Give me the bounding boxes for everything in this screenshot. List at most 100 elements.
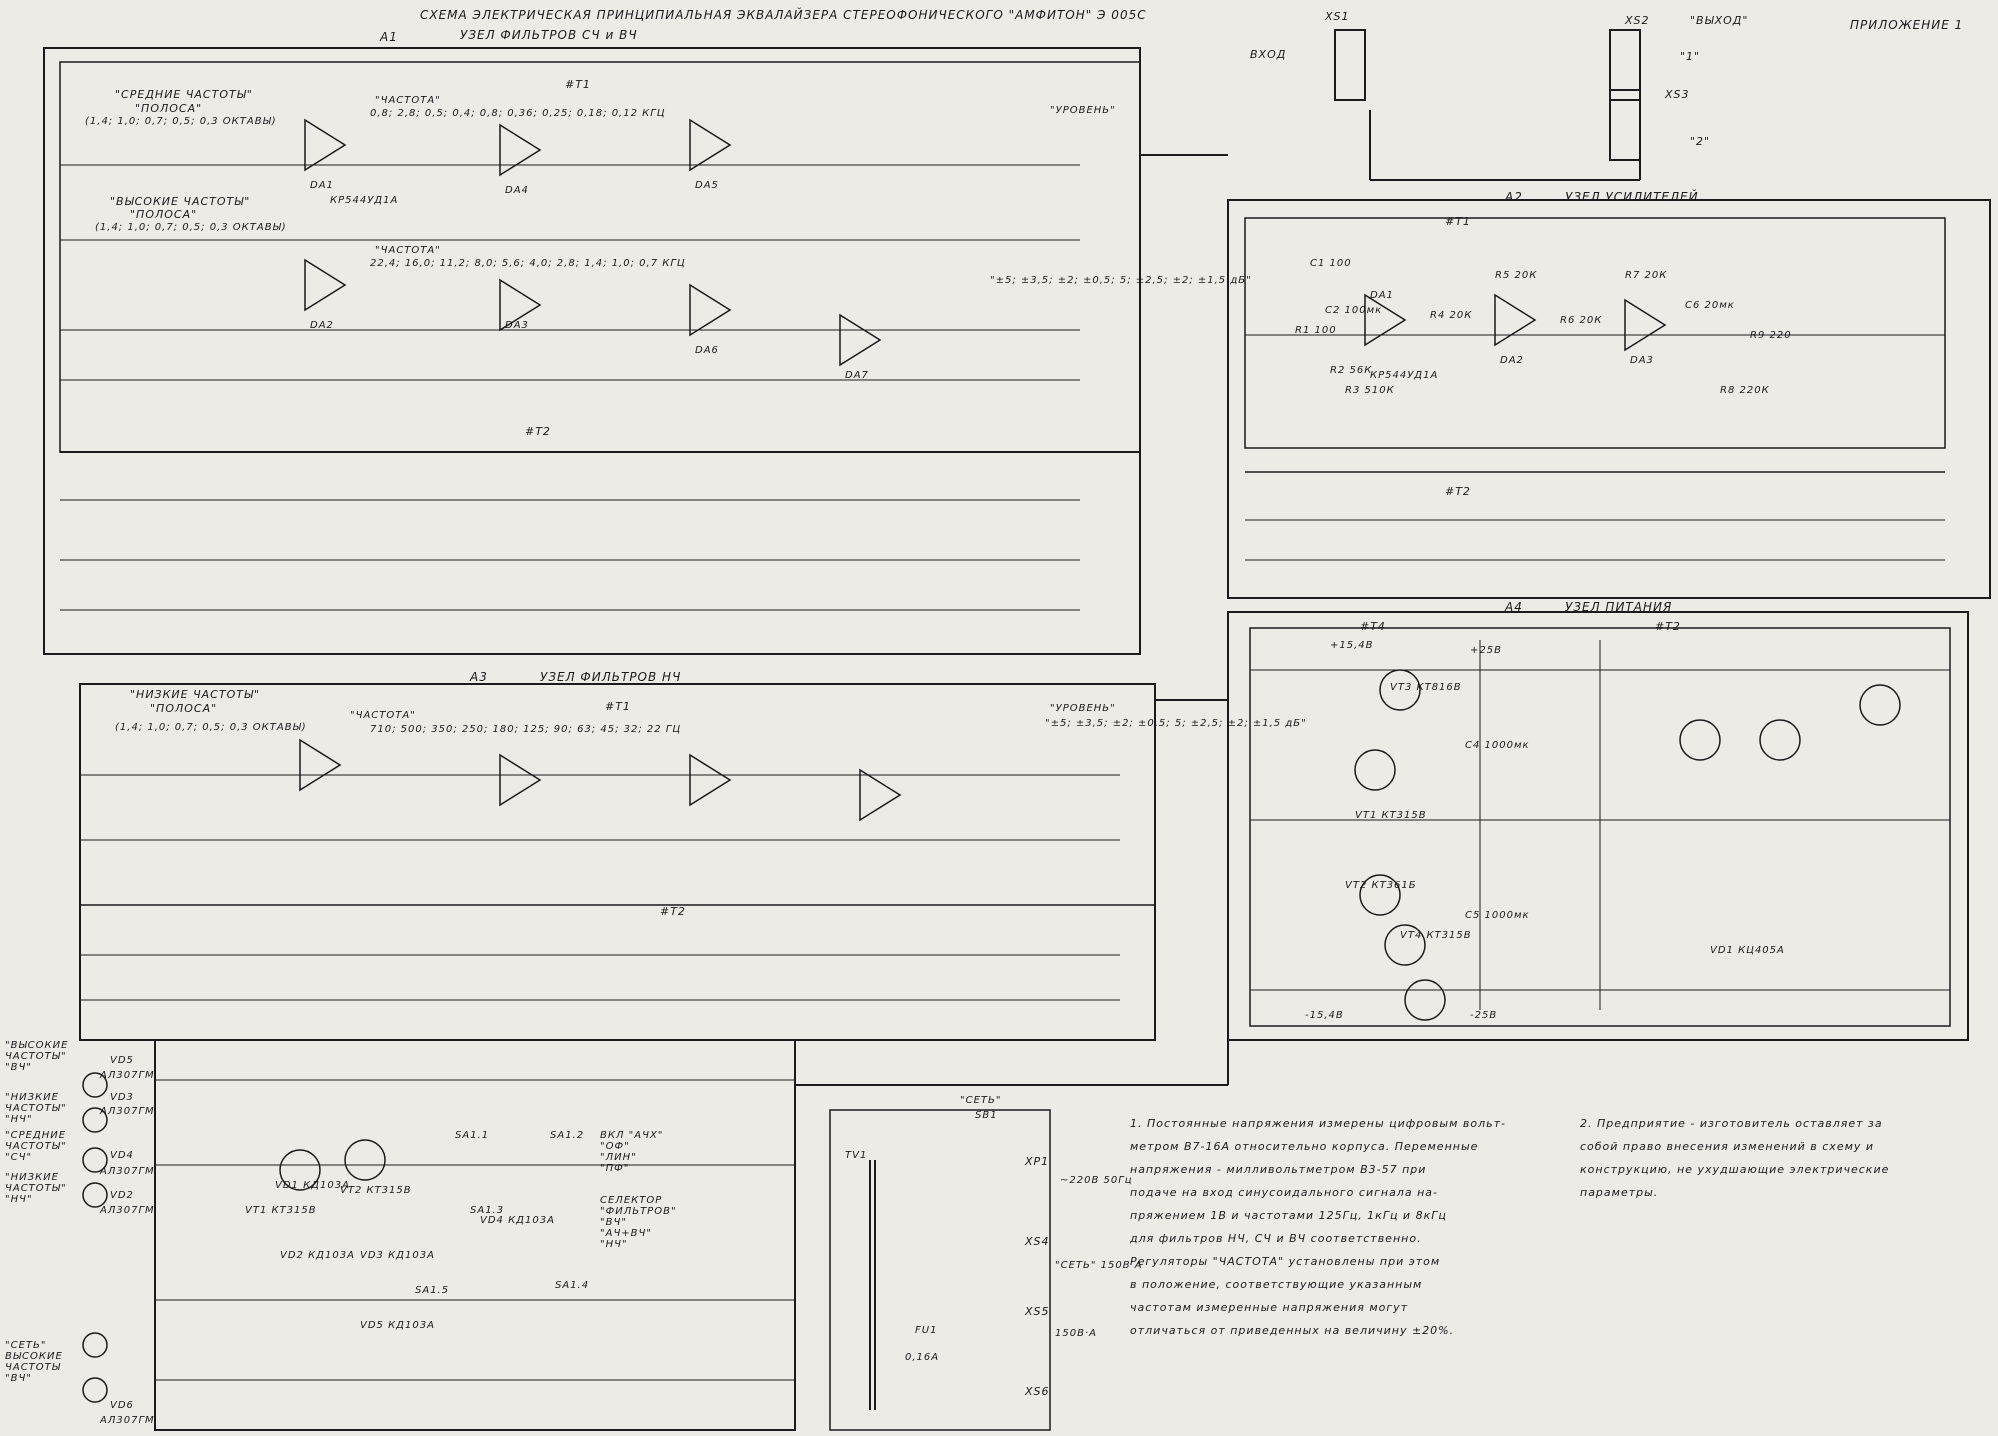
appendix-label: ПРИЛОЖЕНИЕ 1: [1850, 18, 1964, 32]
xs1-label: XS1: [1325, 10, 1350, 23]
note-1-line: в положение, соответствующие указанным: [1130, 1278, 1423, 1291]
sb1-net-label: "СЕТЬ": [960, 1095, 1002, 1106]
xs4-label: XS4: [1025, 1235, 1050, 1248]
a4-vt4: VT4 КТ315В: [1400, 930, 1472, 941]
a4-v-plus: +15,4В: [1330, 640, 1374, 651]
block-a1-channel2: #Т2: [525, 425, 551, 438]
notes-1: 1. Постоянные напряжения измерены цифров…: [1130, 1112, 1550, 1342]
note-2-line: параметры.: [1580, 1186, 1659, 1199]
a2-ic-type: КР544УД1А: [1370, 370, 1439, 381]
sa1-1-label: SA1.1: [455, 1130, 490, 1141]
low-level-label: "УРОВЕНЬ": [1050, 703, 1116, 714]
a2-ic-da3: DA3: [1630, 355, 1654, 366]
sb1-label: SB1: [975, 1110, 998, 1121]
a2-c2: C2 100мк: [1325, 305, 1383, 316]
block-a1-id: A1: [380, 30, 398, 44]
high-band-values: (1,4; 1,0; 0,7; 0,5; 0,3 ОКТАВЫ): [95, 222, 287, 233]
switch-vd3: VD3 КД103А: [360, 1250, 435, 1261]
indicator-vd2: VD2: [110, 1190, 134, 1201]
note-1-line: подаче на вход синусоидального сигнала н…: [1130, 1186, 1438, 1199]
input-label: ВХОД: [1250, 48, 1287, 61]
note-1-line: для фильтров НЧ, СЧ и ВЧ соответственно.: [1130, 1232, 1422, 1245]
block-a2-channel1: #Т1: [1445, 215, 1471, 228]
ic-da5: DA5: [695, 180, 719, 191]
block-a4-id: А4: [1505, 600, 1523, 614]
a2-r8: R8 220К: [1720, 385, 1770, 396]
block-a3-title: УЗЕЛ ФИЛЬТРОВ НЧ: [540, 670, 682, 684]
indicator-low2-text: "НИЗКИЕ ЧАСТОТЫ" "НЧ": [5, 1172, 67, 1205]
mode-label: ВКЛ "АЧХ" "ОФ" "ЛИН" "ПФ": [600, 1130, 664, 1174]
block-a2-id: A2: [1505, 190, 1523, 204]
a4-v-plus2: +25В: [1470, 645, 1502, 656]
note-2-line: 2. Предприятие - изготовитель оставляет …: [1580, 1117, 1883, 1130]
block-a4-channel1: #Т4: [1360, 620, 1386, 633]
notes-2: 2. Предприятие - изготовитель оставляет …: [1580, 1112, 1985, 1204]
sa1-5-label: SA1.5: [415, 1285, 450, 1296]
indicator-vd3: VD3: [110, 1092, 134, 1103]
output-1-label: "1": [1680, 50, 1701, 63]
indicator-vd6-type: АЛ307ГМ: [100, 1415, 155, 1426]
switch-vd1: VD1 КД103А: [275, 1180, 350, 1191]
switch-vt2: VT2 КТ315В: [340, 1185, 412, 1196]
a2-c1: C1 100: [1310, 258, 1352, 269]
xp1-label: XP1: [1025, 1155, 1050, 1168]
low-freq-label: "НИЗКИЕ ЧАСТОТЫ": [130, 688, 261, 701]
a4-c5: C5 1000мк: [1465, 910, 1530, 921]
output-label: "ВЫХОД": [1690, 14, 1749, 27]
schematic-title: СХЕМА ЭЛЕКТРИЧЕСКАЯ ПРИНЦИПИАЛЬНАЯ ЭКВАЛ…: [420, 8, 1147, 22]
block-a4-channel2: #Т2: [1655, 620, 1681, 633]
low-freq-sel-label: "ЧАСТОТА": [350, 710, 416, 721]
a2-r2: R2 56К: [1330, 365, 1373, 376]
note-1-line: Регуляторы "ЧАСТОТА" установлены при это…: [1130, 1255, 1441, 1268]
switch-vt1: VT1 КТ315В: [245, 1205, 317, 1216]
indicator-vd2-type: АЛ307ГМ: [100, 1205, 155, 1216]
a2-ic-da1: DA1: [1370, 290, 1394, 301]
a4-c4: C4 1000мк: [1465, 740, 1530, 751]
ic-da2: DA2: [310, 320, 334, 331]
sa1-2-label: SA1.2: [550, 1130, 585, 1141]
low-band-values: (1,4; 1,0; 0,7; 0,5; 0,3 ОКТАВЫ): [115, 722, 307, 733]
fu1-label: FU1: [915, 1325, 938, 1336]
block-a4-title: УЗЕЛ ПИТАНИЯ: [1565, 600, 1673, 614]
note-1-line: напряжения - милливольтметром В3-57 при: [1130, 1163, 1427, 1176]
freq1-label: "ЧАСТОТА": [375, 95, 441, 106]
mid-band-label: "ПОЛОСА": [135, 102, 203, 115]
a2-r9: R9 220: [1750, 330, 1792, 341]
note-1-line: метром В7-16А относительно корпуса. Пере…: [1130, 1140, 1479, 1153]
note-2-line: собой право внесения изменений в схему и: [1580, 1140, 1875, 1153]
indicator-vd5-type: АЛ307ГМ: [100, 1070, 155, 1081]
a2-r4: R4 20К: [1430, 310, 1473, 321]
sa1-4-label: SA1.4: [555, 1280, 590, 1291]
indicator-vd3-type: АЛ307ГМ: [100, 1106, 155, 1117]
indicator-mid-text: "СРЕДНИЕ ЧАСТОТЫ" "СЧ": [5, 1130, 67, 1163]
indicator-net-text: "СЕТЬ" ВЫСОКИЕ ЧАСТОТЫ "ВЧ": [5, 1340, 63, 1384]
schematic-subtitle: УЗЕЛ ФИЛЬТРОВ СЧ и ВЧ: [460, 28, 638, 42]
indicator-vd4-type: АЛ307ГМ: [100, 1166, 155, 1177]
freq2-label: "ЧАСТОТА": [375, 245, 441, 256]
switch-vd2: VD2 КД103А: [280, 1250, 355, 1261]
a2-r7: R7 20К: [1625, 270, 1668, 281]
xp1-value: ~220В 50Гц: [1060, 1175, 1133, 1186]
fu1-value: 0,16А: [905, 1352, 940, 1363]
xs3-label: XS3: [1665, 88, 1690, 101]
tv1-label: TV1: [845, 1150, 868, 1161]
level-values: "±5; ±3,5; ±2; ±0,5; 5; ±2,5; ±2; ±1,5 д…: [990, 275, 1252, 286]
indicator-vd4: VD4: [110, 1150, 134, 1161]
high-freq-label: "ВЫСОКИЕ ЧАСТОТЫ": [110, 195, 251, 208]
ic-type: КР544УД1А: [330, 195, 399, 206]
xs2-label: XS2: [1625, 14, 1650, 27]
a4-vt1: VT1 КТ315В: [1355, 810, 1427, 821]
indicator-high-text: "ВЫСОКИЕ ЧАСТОТЫ" "ВЧ": [5, 1040, 69, 1073]
ic-da1: DA1: [310, 180, 334, 191]
a2-c6: C6 20мк: [1685, 300, 1735, 311]
block-a2-channel2: #Т2: [1445, 485, 1471, 498]
a4-vt3: VT3 КТ816В: [1390, 682, 1462, 693]
output-2-label: "2": [1690, 135, 1711, 148]
high-band-label: "ПОЛОСА": [130, 208, 198, 221]
sa1-3-label: SA1.3: [470, 1205, 505, 1216]
low-freq-values: 710; 500; 350; 250; 180; 125; 90; 63; 45…: [370, 724, 682, 735]
xs6-label: XS6: [1025, 1385, 1050, 1398]
low-band-label: "ПОЛОСА": [150, 702, 218, 715]
block-a3-channel1: #Т1: [605, 700, 631, 713]
